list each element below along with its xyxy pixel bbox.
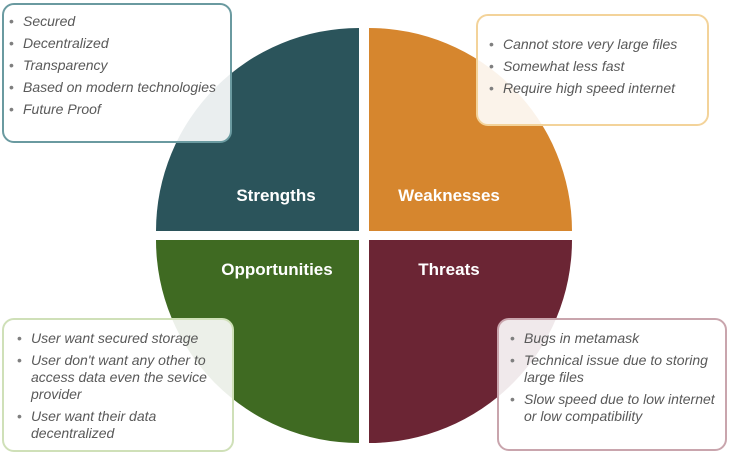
weaknesses-label: Weaknesses <box>398 186 500 205</box>
weaknesses-quadrant <box>369 28 572 231</box>
threats-box: Bugs in metamask Technical issue due to … <box>497 318 727 451</box>
weaknesses-item: Cannot store very large files <box>486 36 701 53</box>
strengths-item: Secured <box>6 13 224 30</box>
opportunities-quadrant <box>156 240 359 443</box>
threats-label: Threats <box>418 260 479 279</box>
threats-list: Bugs in metamask Technical issue due to … <box>507 330 719 425</box>
strengths-item: Decentralized <box>6 35 224 52</box>
weaknesses-item: Somewhat less fast <box>486 58 701 75</box>
strengths-label: Strengths <box>236 186 315 205</box>
threats-quadrant <box>369 240 572 443</box>
opportunities-item: User want their data decentralized <box>14 408 226 442</box>
weaknesses-list: Cannot store very large files Somewhat l… <box>486 36 701 97</box>
weaknesses-item: Require high speed internet <box>486 80 701 97</box>
strengths-list: Secured Decentralized Transparency Based… <box>6 13 224 118</box>
opportunities-label: Opportunities <box>221 260 332 279</box>
opportunities-list: User want secured storage User don't wan… <box>14 330 226 442</box>
opportunities-item: User don't want any other to access data… <box>14 352 226 403</box>
threats-item: Technical issue due to storing large fil… <box>507 352 719 386</box>
strengths-quadrant <box>156 28 359 231</box>
strengths-item: Transparency <box>6 57 224 74</box>
strengths-item: Based on modern technologies <box>6 79 224 96</box>
opportunities-box: User want secured storage User don't wan… <box>2 318 234 452</box>
weaknesses-box: Cannot store very large files Somewhat l… <box>476 14 709 126</box>
strengths-item: Future Proof <box>6 101 224 118</box>
opportunities-item: User want secured storage <box>14 330 226 347</box>
threats-item: Slow speed due to low internet or low co… <box>507 391 719 425</box>
threats-item: Bugs in metamask <box>507 330 719 347</box>
strengths-box: Secured Decentralized Transparency Based… <box>2 3 232 143</box>
